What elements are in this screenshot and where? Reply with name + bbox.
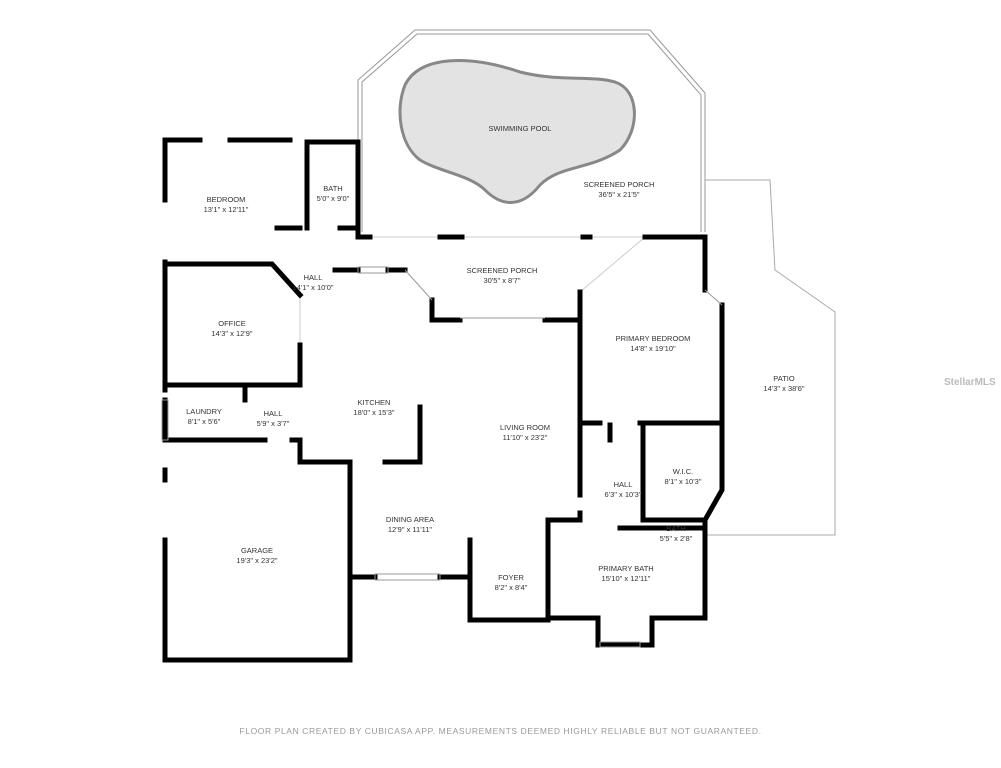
patio-outline [705,179,836,536]
room-label-wic: W.I.C.8'1" x 10'3" [664,467,702,486]
porch-enclosure [357,29,706,232]
walls [162,137,725,663]
windows [161,266,723,648]
room-label-swimming-pool: SWIMMING POOL [488,124,552,133]
swimming-pool [398,59,636,204]
watermark: StellarMLS [944,377,996,388]
footer-disclaimer: FLOOR PLAN CREATED BY CUBICASA APP. MEAS… [239,726,762,736]
